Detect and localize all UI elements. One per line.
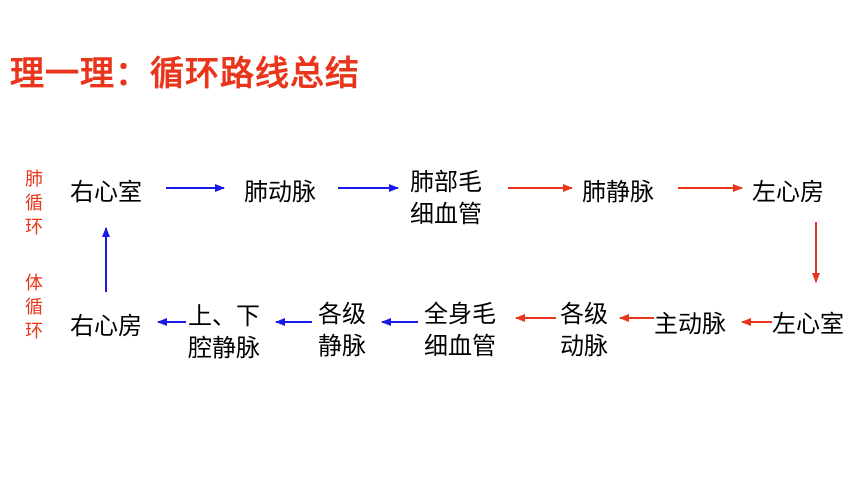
node-text: 肺部毛 <box>410 168 482 196</box>
node-pulmonary-artery: 肺动脉 <box>244 176 316 208</box>
node-pulmonary-vein: 肺静脉 <box>582 176 654 208</box>
node-text: 动脉 <box>560 332 608 360</box>
node-veins: 各级 静脉 <box>318 298 366 362</box>
pulmonary-label-char: 循 <box>25 193 43 214</box>
node-right-atrium: 右心房 <box>70 310 142 342</box>
node-vena-cava: 上、下 腔静脉 <box>188 300 260 364</box>
node-text: 静脉 <box>318 332 366 360</box>
pulmonary-label-char: 环 <box>25 217 43 238</box>
node-left-atrium: 左心房 <box>752 176 824 208</box>
node-body-capillaries: 全身毛 细血管 <box>424 298 496 362</box>
node-text: 肺动脉 <box>244 178 316 206</box>
node-text: 左心房 <box>752 178 824 206</box>
node-text: 各级 <box>318 300 366 328</box>
node-right-ventricle: 右心室 <box>70 176 142 208</box>
node-text: 细血管 <box>424 332 496 360</box>
node-text: 全身毛 <box>424 300 496 328</box>
node-arteries: 各级 动脉 <box>560 298 608 362</box>
node-text: 主动脉 <box>654 310 726 338</box>
page-title: 理一理：循环路线总结 <box>10 54 360 94</box>
pulmonary-label-char: 肺 <box>25 169 43 190</box>
node-text: 腔静脉 <box>188 334 260 362</box>
node-text: 各级 <box>560 300 608 328</box>
node-text: 肺静脉 <box>582 178 654 206</box>
node-text: 右心房 <box>70 312 142 340</box>
node-text: 细血管 <box>410 200 482 228</box>
systemic-circulation-label: 体 循 环 <box>22 272 46 344</box>
node-text: 右心室 <box>70 178 142 206</box>
systemic-label-char: 循 <box>25 297 43 318</box>
node-left-ventricle: 左心室 <box>772 308 844 340</box>
node-text: 上、下 <box>188 302 260 330</box>
node-lung-capillaries: 肺部毛 细血管 <box>410 166 482 230</box>
node-text: 左心室 <box>772 310 844 338</box>
node-aorta: 主动脉 <box>654 308 726 340</box>
pulmonary-circulation-label: 肺 循 环 <box>22 168 46 240</box>
systemic-label-char: 环 <box>25 321 43 342</box>
systemic-label-char: 体 <box>25 273 43 294</box>
